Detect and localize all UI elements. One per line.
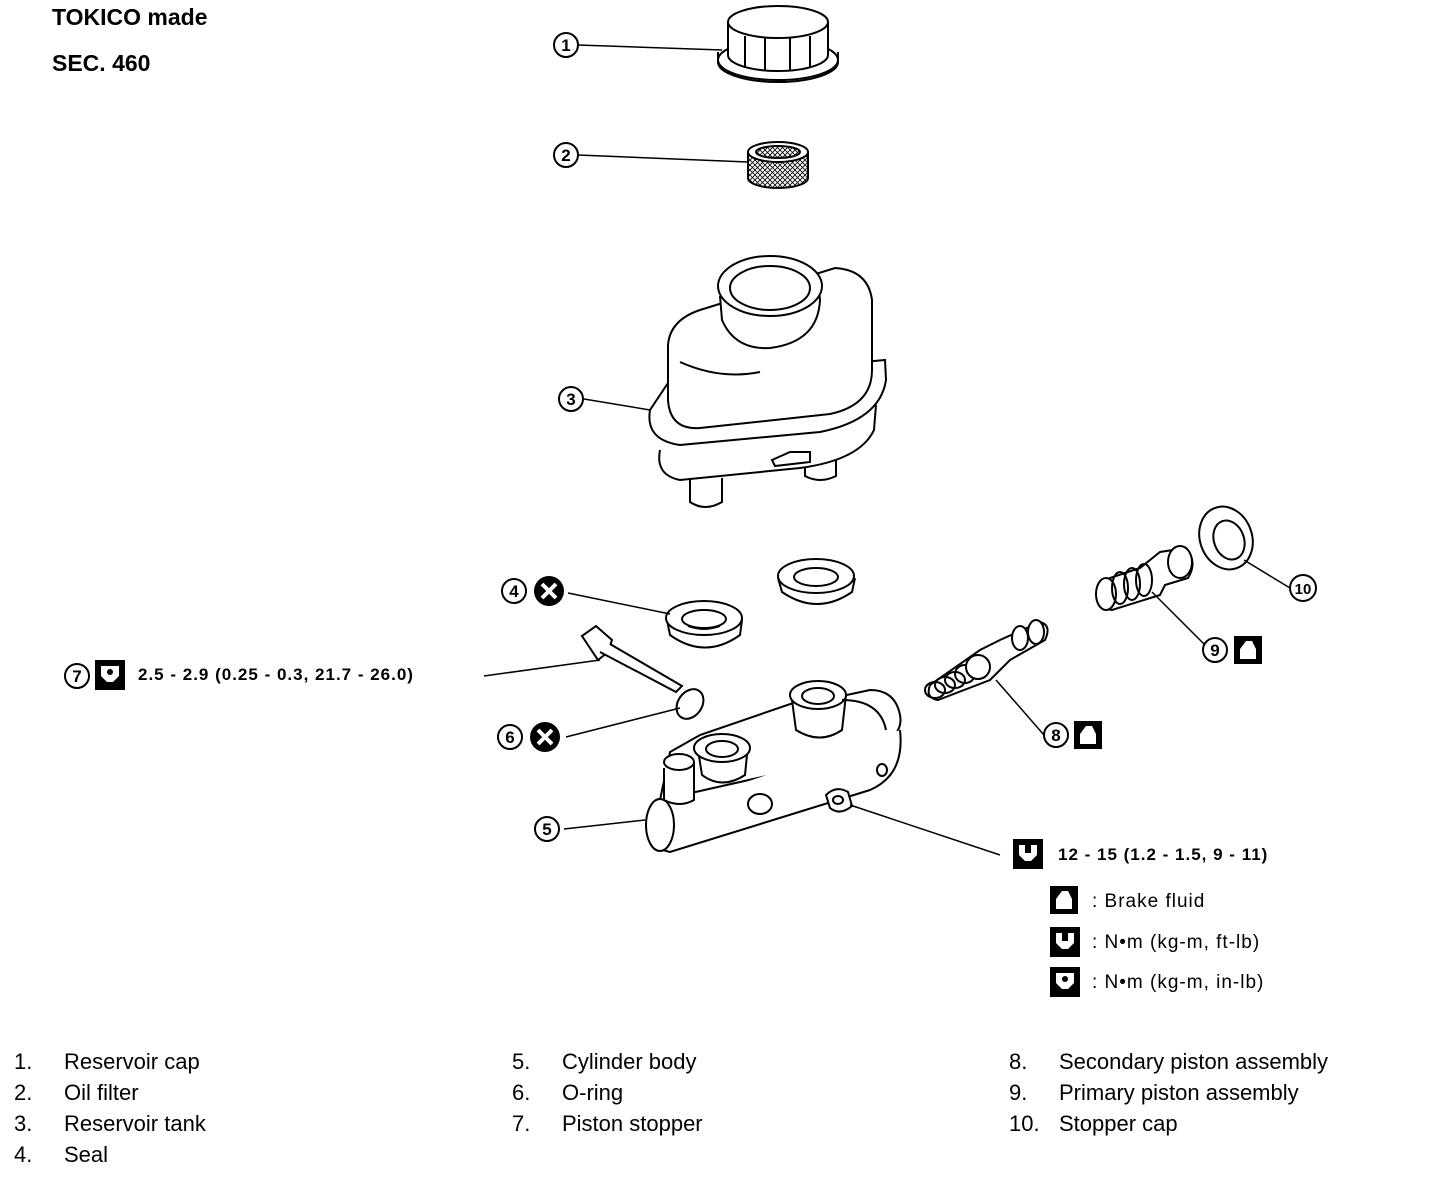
list-item: 1. Reservoir cap [14,1046,206,1077]
callout-1: 1 [553,32,579,58]
leader-line-6 [565,707,681,738]
leader-line-7 [483,659,601,677]
leader-line-4 [567,592,671,615]
callout-label: 8 [1051,726,1060,745]
leader-line-2 [577,154,749,163]
leader-line-5 [563,819,646,830]
seal-right [777,558,856,605]
list-item: 6. O-ring [512,1077,703,1108]
callout-5: 5 [534,816,560,842]
part-name: Primary piston assembly [1059,1080,1299,1105]
brake-fluid-icon [1074,721,1102,749]
part-name: Oil filter [64,1080,139,1105]
part-name: Reservoir cap [64,1049,200,1074]
reservoir-tank [648,255,888,508]
callout-9: 9 [1202,637,1228,663]
callout-8: 8 [1043,722,1069,748]
part-name: Cylinder body [562,1049,697,1074]
cylinder-body [645,680,902,854]
callout-label: 7 [72,667,81,686]
callout-label: 5 [542,820,551,839]
callout-label: 9 [1210,641,1219,660]
leader-line-8 [995,679,1045,736]
leader-line-10 [1243,559,1291,589]
torque-spec-nut: 12 - 15 (1.2 - 1.5, 9 - 11) [1058,845,1268,864]
list-item: 2. Oil filter [14,1077,206,1108]
parts-list-col-2: 5. Cylinder body 6. O-ring 7. Piston stoppe… [512,1046,703,1139]
callout-3: 3 [558,386,584,412]
legend-torque-in-lb: : N•m (kg-m, in-lb) [1092,972,1264,993]
list-item: 5. Cylinder body [512,1046,703,1077]
callout-label: 4 [509,582,519,601]
leader-line-1 [577,44,723,51]
leader-line-9 [1151,591,1205,645]
list-item: 3. Reservoir tank [14,1108,206,1139]
part-name: Piston stopper [562,1111,703,1136]
callout-label: 10 [1295,581,1312,598]
list-item: 9. Primary piston assembly [1009,1077,1328,1108]
callout-4: 4 [501,578,527,604]
leader-line-nut [849,804,1001,856]
part-name: Reservoir tank [64,1111,206,1136]
legend-brake-fluid: : Brake fluid [1092,891,1205,912]
secondary-piston-assembly [924,619,1049,702]
callout-label: 6 [505,728,514,747]
callout-label: 2 [561,146,570,165]
legend: : Brake fluid : N•m (kg-m, ft-lb) : N•m … [1050,886,1264,997]
torque-wrench-in-lb-icon [1050,967,1080,997]
part-number: 10. [1009,1111,1040,1136]
part-number: 3. [14,1111,33,1136]
part-number: 9. [1009,1080,1028,1105]
part-name: O-ring [562,1080,624,1105]
callout-6: 6 [497,724,523,750]
part-number: 4. [14,1142,33,1167]
circle-x-icon [530,722,560,752]
part-number: 2. [14,1080,33,1105]
callout-label: 1 [561,36,570,55]
callout-label: 3 [566,390,575,409]
seal-left [665,600,743,649]
callout-7: 7 [64,663,90,689]
parts-list-col-3: 8. Secondary piston assembly 9. Primary pi… [1009,1046,1328,1139]
o-ring [675,688,705,720]
callout-2: 2 [553,142,579,168]
torque-wrench-in-lb-icon [95,660,125,690]
stopper-cap [1198,505,1254,571]
torque-spec-piston-stopper: 2.5 - 2.9 (0.25 - 0.3, 21.7 - 26.0) [138,665,414,684]
torque-wrench-ft-lb-icon [1050,927,1080,957]
primary-piston-assembly [1095,545,1194,612]
section-number: SEC. 460 [52,50,151,76]
list-item: 7. Piston stopper [512,1108,703,1139]
part-name: Secondary piston assembly [1059,1049,1329,1074]
reservoir-cap [717,5,839,83]
parts-list-col-1: 1. Reservoir cap 2. Oil filter 3. Reservoir… [14,1046,206,1170]
part-number: 1. [14,1049,33,1074]
leader-line-3 [583,398,651,411]
brake-fluid-icon [1234,636,1262,664]
circle-x-icon [534,576,564,606]
brake-fluid-icon [1050,886,1078,914]
piston-stopper [580,624,684,694]
callout-10: 10 [1289,574,1317,602]
part-name: Stopper cap [1059,1111,1178,1136]
torque-wrench-ft-lb-icon [1013,839,1043,869]
part-number: 5. [512,1049,531,1074]
list-item: 10. Stopper cap [1009,1108,1328,1139]
list-item: 8. Secondary piston assembly [1009,1046,1328,1077]
part-number: 6. [512,1080,531,1105]
page-title: TOKICO made [52,4,208,30]
legend-torque-ft-lb: : N•m (kg-m, ft-lb) [1092,932,1260,953]
part-number: 8. [1009,1049,1028,1074]
list-item: 4. Seal [14,1139,206,1170]
part-number: 7. [512,1111,531,1136]
oil-filter [747,141,809,189]
part-name: Seal [64,1142,109,1167]
